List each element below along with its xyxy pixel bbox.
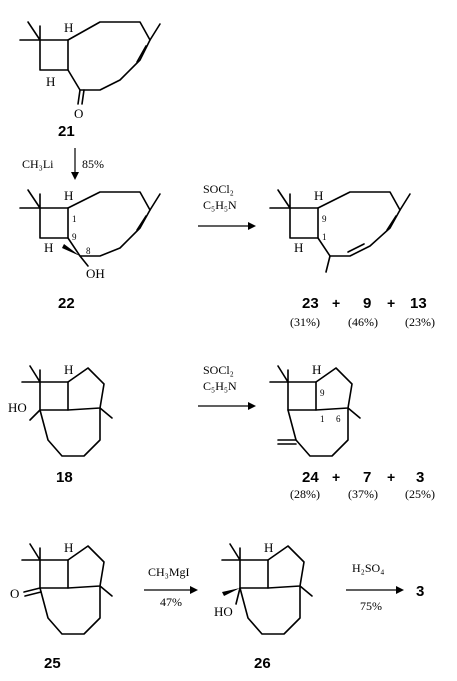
atom-h-23-top: H <box>314 188 323 203</box>
yield-3: (25%) <box>405 487 435 501</box>
locant-9-22: 9 <box>72 232 77 242</box>
atom-o-21: O <box>74 106 83 121</box>
locant-9-23: 9 <box>322 214 327 224</box>
reagent-pyridine-1: C₅H₅N <box>203 198 237 212</box>
locant-8-22: 8 <box>86 246 91 256</box>
arrow-26-to-3 <box>346 586 404 594</box>
plus-sign: + <box>332 469 340 485</box>
atom-h-22-bottom: H <box>44 240 53 255</box>
reagent-h2so4-yield: 75% <box>360 599 382 613</box>
reagent-ch3li-yield: 85% <box>82 157 104 171</box>
compound-label-13: 13 <box>410 295 427 312</box>
reagent-pyridine-2: C₅H₅N <box>203 379 237 393</box>
arrow-21-to-22 <box>71 148 79 180</box>
compound-label-26: 26 <box>254 655 271 672</box>
compound-label-22: 22 <box>58 295 75 312</box>
compound-label-7: 7 <box>363 469 371 486</box>
arrow-18-to-24 <box>198 402 256 410</box>
compound-label-3: 3 <box>416 469 424 486</box>
reagent-ch3mgi: CH₃MgI <box>148 565 190 579</box>
structure-22: H H 1 9 8 OH <box>19 188 161 281</box>
compound-label-25: 25 <box>44 655 61 672</box>
reagent-socl2-1: SOCl₂ <box>203 182 234 196</box>
reagent-socl2-2: SOCl₂ <box>203 363 234 377</box>
structure-18: H HO <box>8 362 113 457</box>
locant-6-24: 6 <box>336 414 341 424</box>
atom-ho-26: HO <box>214 604 233 619</box>
atom-h-23-bottom: H <box>294 240 303 255</box>
atom-h-25: H <box>64 540 73 555</box>
yield-23: (31%) <box>290 315 320 329</box>
atom-ho-18: HO <box>8 400 27 415</box>
compound-label-3-final: 3 <box>416 583 424 600</box>
structure-26: H HO <box>214 540 313 635</box>
locant-1-22: 1 <box>72 214 77 224</box>
compound-label-24: 24 <box>302 469 319 486</box>
yield-9: (46%) <box>348 315 378 329</box>
arrow-22-to-23 <box>198 222 256 230</box>
atom-h-24: H <box>312 362 321 377</box>
yield-13: (23%) <box>405 315 435 329</box>
arrow-25-to-26 <box>144 586 198 594</box>
structure-23: H H 9 1 <box>269 188 411 273</box>
locant-1-24: 1 <box>320 414 325 424</box>
structure-25: H O <box>10 540 113 635</box>
structure-21: H H O <box>19 20 161 121</box>
compound-label-18: 18 <box>56 469 73 486</box>
compound-label-23: 23 <box>302 295 319 312</box>
reagent-ch3mgi-yield: 47% <box>160 595 182 609</box>
yield-24: (28%) <box>290 487 320 501</box>
plus-sign: + <box>387 469 395 485</box>
locant-1-23: 1 <box>322 232 327 242</box>
atom-h-21-top: H <box>64 20 73 35</box>
atom-h-26: H <box>264 540 273 555</box>
atom-o-25: O <box>10 586 19 601</box>
yield-7: (37%) <box>348 487 378 501</box>
plus-sign: + <box>387 295 395 311</box>
plus-sign: + <box>332 295 340 311</box>
atom-h-21-bottom: H <box>46 74 55 89</box>
atom-h-18: H <box>64 362 73 377</box>
reagent-ch3li: CH₃Li <box>22 157 54 171</box>
compound-label-21: 21 <box>58 123 75 140</box>
atom-h-22-top: H <box>64 188 73 203</box>
compound-label-9: 9 <box>363 295 371 312</box>
structure-24: H 9 1 6 <box>269 362 361 457</box>
atom-oh-22: OH <box>86 266 105 281</box>
reagent-h2so4: H₂SO₄ <box>352 561 384 575</box>
locant-9-24: 9 <box>320 388 325 398</box>
